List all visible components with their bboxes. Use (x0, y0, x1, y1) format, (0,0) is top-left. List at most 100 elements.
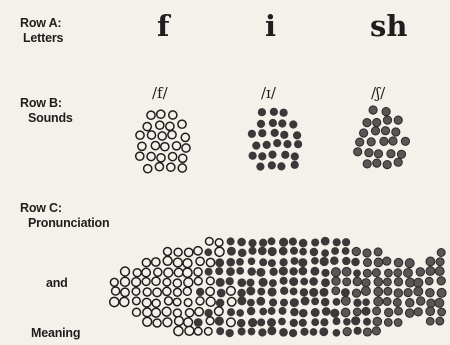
shaded-dot (367, 138, 375, 146)
open-dot (144, 165, 152, 173)
solid-dot (279, 307, 287, 315)
solid-dot (248, 130, 256, 138)
solid-dot (280, 277, 288, 285)
solid-dot (299, 319, 307, 327)
solid-dot (258, 328, 266, 336)
shaded-dot (394, 158, 402, 166)
solid-dot (258, 152, 266, 160)
solid-dot (248, 328, 256, 336)
shaded-dot (383, 116, 391, 124)
solid-dot (246, 287, 255, 296)
shaded-dot (383, 298, 391, 306)
solid-dot (300, 328, 308, 336)
shaded-dot (393, 298, 401, 306)
solid-dot (268, 287, 277, 296)
solid-dot (354, 327, 362, 335)
solid-dot (273, 139, 281, 147)
solid-dot (252, 142, 260, 150)
solid-dot (300, 278, 308, 286)
open-dot (173, 288, 181, 296)
shaded-dot (372, 327, 380, 335)
solid-dot (217, 289, 226, 298)
open-dot (152, 299, 160, 307)
open-dot (206, 317, 214, 325)
solid-dot (341, 288, 350, 297)
solid-dot (343, 318, 351, 326)
shaded-dot (361, 287, 370, 296)
solid-dot (236, 267, 244, 275)
solid-dot (268, 237, 276, 245)
open-dot (155, 163, 163, 171)
open-dot (153, 319, 161, 327)
open-dot (153, 288, 161, 296)
open-dot (168, 131, 176, 139)
solid-dot (237, 296, 246, 305)
shaded-dot (436, 258, 444, 266)
open-dot (142, 298, 151, 307)
solid-dot (279, 267, 288, 276)
solid-dot (204, 248, 212, 256)
solid-dot (268, 259, 276, 267)
shaded-dot (404, 289, 412, 297)
open-dot (185, 309, 193, 317)
solid-dot (299, 239, 308, 248)
solid-dot (259, 278, 268, 287)
open-dot (133, 269, 141, 277)
shaded-dot (394, 116, 402, 124)
shaded-dot (360, 129, 368, 137)
shaded-dot (426, 267, 435, 276)
shaded-dot (383, 257, 391, 265)
open-dot (136, 131, 144, 139)
solid-dot (237, 238, 246, 247)
solid-dot (331, 247, 339, 255)
solid-dot (280, 299, 288, 307)
shaded-dot (363, 249, 371, 257)
open-dot (156, 121, 164, 129)
open-dot (132, 278, 141, 287)
open-dot (205, 237, 213, 245)
solid-dot (227, 308, 235, 316)
shaded-dot (385, 308, 393, 316)
open-dot (174, 326, 183, 335)
solid-dot (342, 257, 350, 265)
open-dot (157, 154, 165, 162)
open-dot (121, 267, 130, 276)
open-dot (215, 247, 224, 256)
shaded-dot (331, 268, 340, 277)
solid-dot (268, 247, 277, 256)
open-dot (163, 287, 171, 295)
solid-dot (247, 299, 255, 307)
shaded-dot (332, 277, 340, 285)
solid-dot (290, 247, 298, 255)
solid-dot (258, 129, 266, 137)
shaded-dot (363, 328, 371, 336)
open-dot (152, 277, 160, 285)
open-dot (179, 154, 187, 162)
shaded-dot (385, 269, 393, 277)
open-dot (183, 268, 192, 277)
solid-dot (289, 238, 297, 246)
shaded-dot (417, 297, 425, 305)
open-dot (138, 142, 146, 150)
open-dot (185, 248, 193, 256)
open-dot (227, 298, 236, 307)
open-dot (147, 111, 155, 119)
shaded-dot (414, 278, 423, 287)
shaded-dot (395, 307, 403, 315)
solid-dot (237, 289, 245, 297)
solid-dot (321, 237, 330, 246)
solid-dot (310, 328, 318, 336)
solid-dot (215, 267, 223, 275)
shaded-dot (426, 317, 434, 325)
open-dot (142, 268, 150, 276)
solid-dot (216, 299, 225, 308)
solid-dot (215, 316, 224, 325)
solid-dot (290, 298, 299, 307)
solid-dot (320, 257, 329, 266)
shaded-dot (394, 278, 402, 286)
solid-dot (257, 288, 265, 296)
solid-dot (311, 318, 319, 326)
open-dot (142, 259, 150, 267)
solid-dot (280, 131, 288, 139)
solid-dot (291, 161, 299, 169)
